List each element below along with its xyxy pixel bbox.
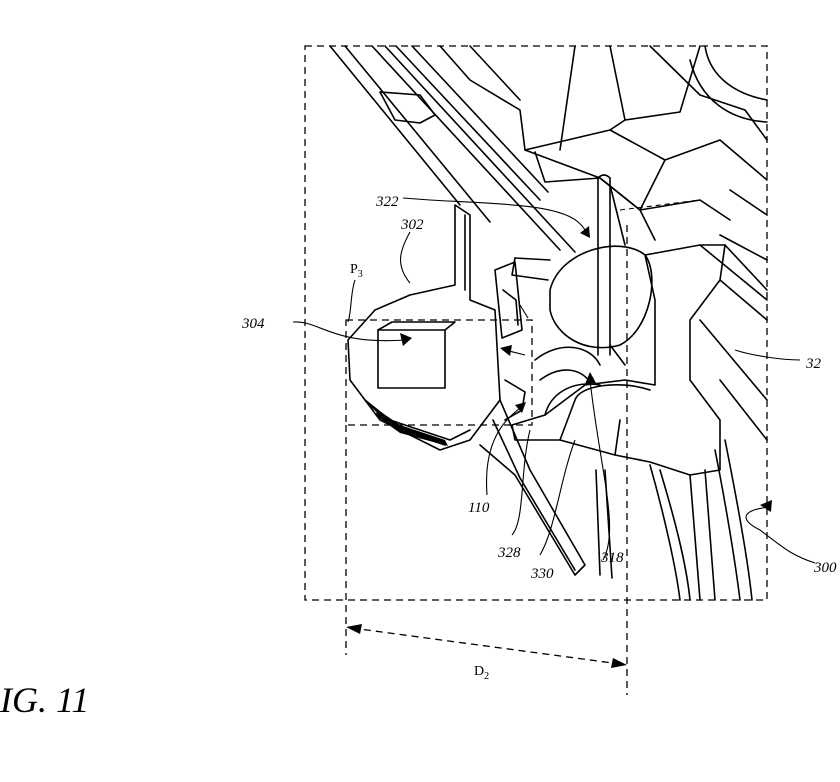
ref-110: 110 — [468, 500, 490, 516]
upper-right-block — [525, 46, 767, 260]
ref-330: 330 — [530, 566, 554, 582]
figure-caption: IG. 11 — [0, 680, 89, 720]
upper-rails — [330, 46, 575, 252]
lower-rails-300 — [650, 245, 767, 600]
ref-300: 300 — [813, 560, 837, 576]
dimension-d2 — [346, 624, 627, 668]
leader-lines — [293, 198, 815, 563]
symbol-d2: D2 — [474, 664, 489, 682]
ball-joint — [512, 245, 725, 475]
symbol-p3: P3 — [350, 262, 363, 280]
p3-leader — [348, 280, 355, 322]
ref-322: 322 — [375, 194, 399, 210]
ref-32x: 32 — [805, 356, 822, 372]
detail-frame — [305, 46, 767, 600]
ref-328: 328 — [497, 545, 521, 561]
ref-318: 318 — [600, 550, 624, 566]
ref-302: 302 — [400, 217, 424, 233]
ref-304: 304 — [241, 316, 265, 332]
